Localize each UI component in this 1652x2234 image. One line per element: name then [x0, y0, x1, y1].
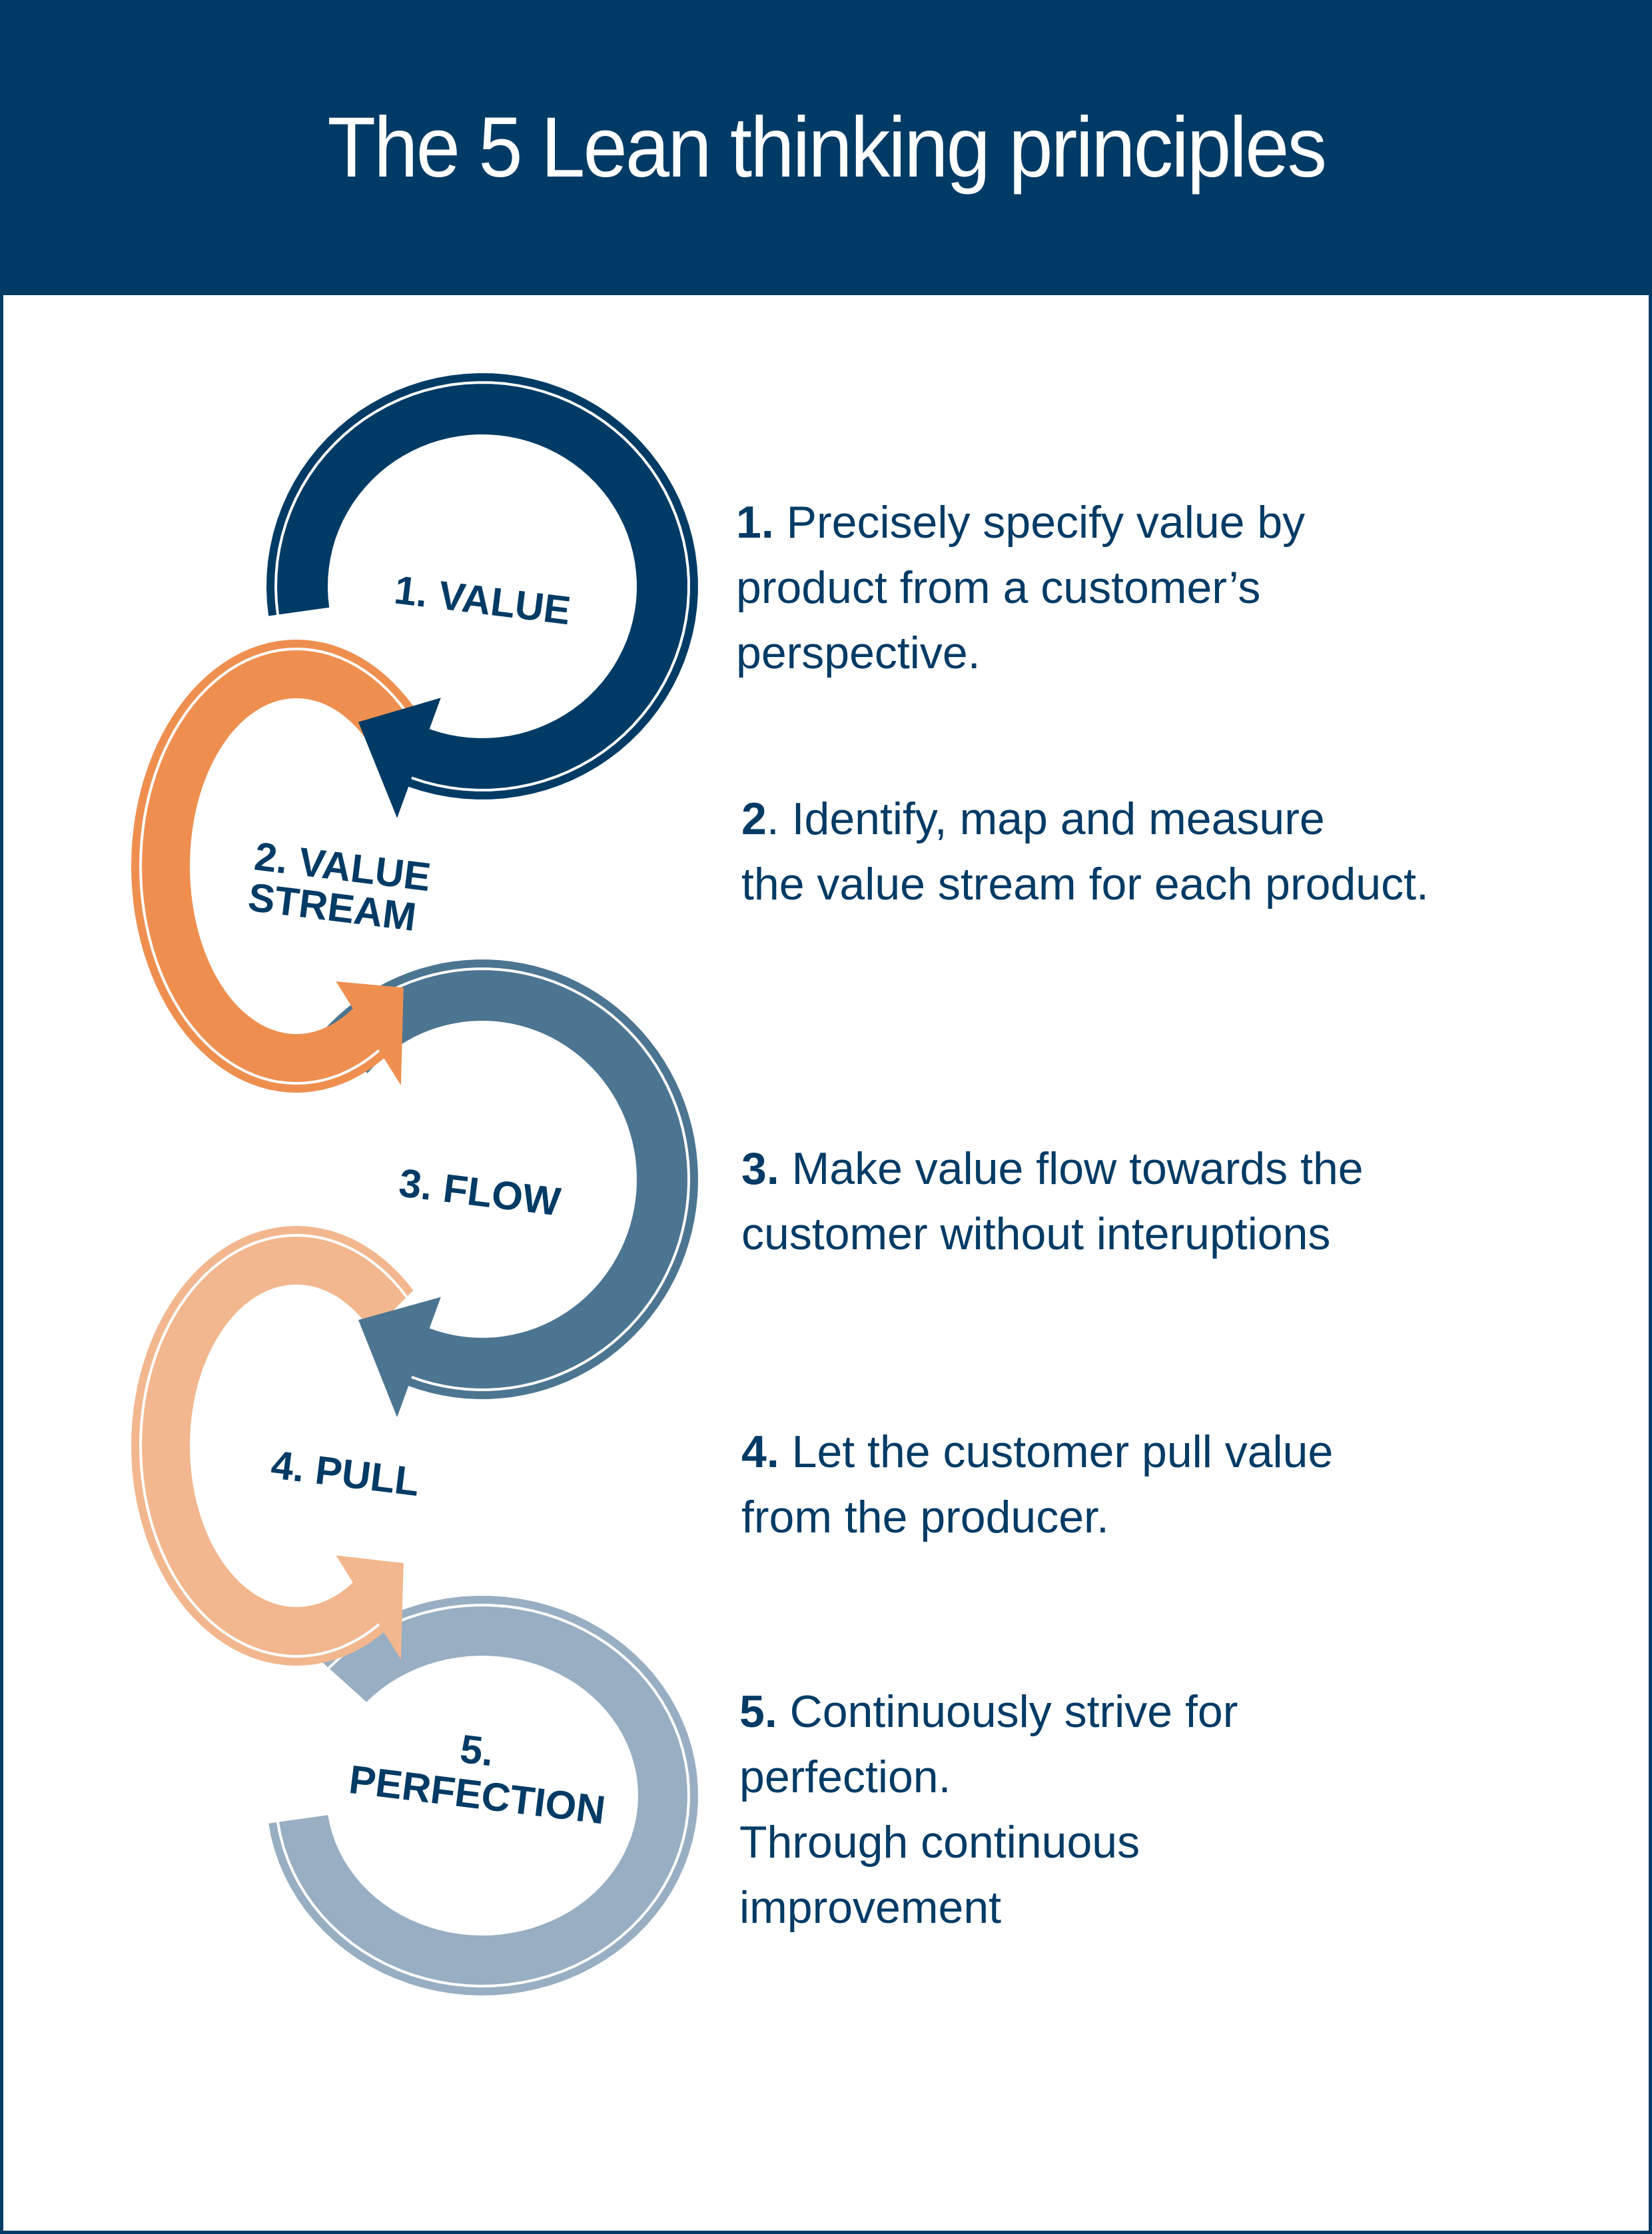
description-perfection: 5. Continuously strive for perfection. T…	[739, 1679, 1605, 1940]
pull-arrow-highlight	[139, 1233, 408, 1658]
description-line: Continuously strive for	[789, 1686, 1238, 1737]
arrow-pull	[131, 1226, 414, 1666]
description-line: . Identify, map and measure	[766, 794, 1325, 844]
arrow-value	[266, 373, 698, 818]
label-perfection-line1: 5.	[458, 1726, 496, 1775]
description-number: 3.	[741, 1143, 779, 1194]
description-line: Through continuous	[739, 1817, 1140, 1868]
description-value: 1. Precisely specify value by product fr…	[736, 490, 1602, 686]
description-line: from the producer.	[741, 1492, 1109, 1542]
arrow-value-stream	[131, 640, 414, 1093]
perfection-ring-highlight	[276, 1604, 690, 1988]
arrow-flow	[322, 959, 698, 1418]
description-pull: 4. Let the customer pull value from the …	[741, 1419, 1607, 1550]
description-line: perspective.	[736, 628, 981, 678]
description-line: product from a customer’s	[736, 562, 1261, 613]
description-line: improvement	[739, 1882, 1002, 1933]
flow-arrow-body	[322, 959, 698, 1418]
header-banner: The 5 Lean thinking principles	[0, 0, 1652, 295]
description-line: Make value flow towards the	[791, 1143, 1364, 1194]
description-line: the value stream for each product.	[741, 859, 1429, 909]
value-arrow-highlight	[274, 381, 690, 792]
description-line: Let the customer pull value	[791, 1426, 1334, 1477]
description-line: customer without interuptions	[741, 1209, 1331, 1259]
value-arrow-body	[266, 373, 698, 818]
value-stream-arrow-body	[131, 640, 414, 1093]
description-number: 4.	[741, 1426, 779, 1477]
description-value-stream: 2. Identify, map and measure the value s…	[741, 786, 1607, 917]
description-number: 5.	[739, 1686, 777, 1737]
page-title: The 5 Lean thinking principles	[327, 100, 1327, 195]
description-line: perfection.	[739, 1752, 951, 1802]
pull-arrow-body	[131, 1226, 414, 1666]
description-number: 1.	[736, 497, 774, 548]
arrow-perfection	[268, 1596, 698, 1995]
flow-arrow-highlight	[328, 967, 690, 1391]
description-line: Precisely specify value by	[786, 497, 1306, 548]
description-flow: 3. Make value flow towards the customer …	[741, 1136, 1607, 1267]
value-stream-arrow-highlight	[139, 647, 408, 1085]
description-number: 2	[741, 794, 767, 844]
